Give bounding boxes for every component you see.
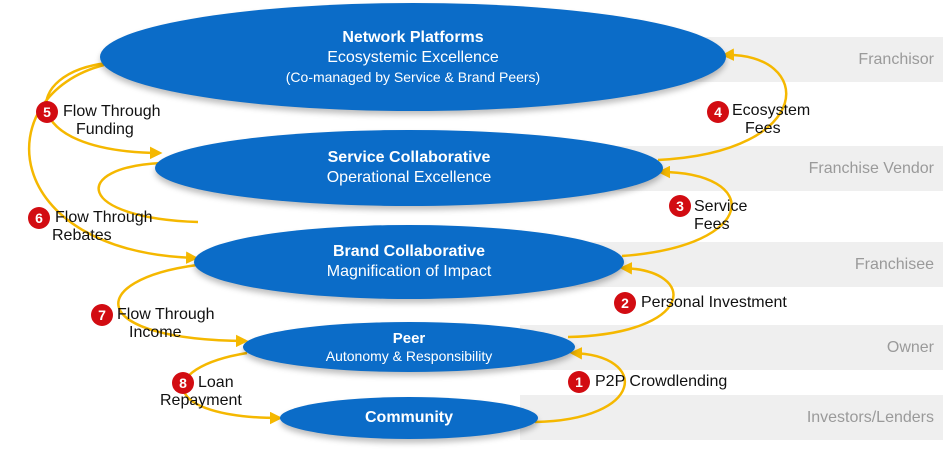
flow-number-badge: 6 <box>28 207 50 229</box>
role-label-franchisor: Franchisor <box>858 51 934 68</box>
flow-number-badge: 2 <box>614 292 636 314</box>
level-title: Service Collaborative <box>327 149 491 166</box>
level-brand-collaborative: Brand Collaborative Magnification of Imp… <box>194 225 624 299</box>
level-peer: Peer Autonomy & Responsibility <box>243 322 575 372</box>
flow-number-badge: 4 <box>707 101 729 123</box>
flow-text: Service <box>694 198 748 215</box>
level-title: Peer <box>392 330 426 347</box>
arrow-flow-through-rebates <box>27 63 199 264</box>
flow-text: Loan <box>198 374 234 391</box>
flow-text: Rebates <box>52 227 112 244</box>
flow-text: Income <box>129 324 182 341</box>
arrow-loop-service <box>97 161 199 224</box>
role-band-owner: Owner <box>520 325 943 370</box>
flow-text: Flow Through <box>63 103 161 120</box>
arrow-service-fees <box>621 165 733 258</box>
arrow-p2p-crowdlending <box>534 347 627 424</box>
level-subtitle: Autonomy & Responsibility <box>325 348 493 364</box>
flow-text: Fees <box>694 216 730 233</box>
flow-number-badge: 7 <box>91 304 113 326</box>
flow-text: Funding <box>76 121 134 138</box>
level-subtitle: (Co-managed by Service & Brand Peers) <box>285 69 541 85</box>
level-title: Community <box>365 409 453 426</box>
flow-text: Personal Investment <box>641 294 787 311</box>
role-band-investors-lenders: Investors/Lenders <box>520 395 943 440</box>
role-label-franchise-vendor: Franchise Vendor <box>808 160 934 177</box>
role-label-owner: Owner <box>886 339 934 356</box>
flow-text: Fees <box>745 120 781 137</box>
level-subtitle: Ecosystemic Excellence <box>327 49 499 66</box>
flow-number-badge: 8 <box>172 372 194 394</box>
flow-text: Ecosystem <box>732 102 811 119</box>
level-community: Community <box>280 397 538 439</box>
level-title: Network Platforms <box>342 29 484 46</box>
flow-text: Repayment <box>160 392 242 409</box>
arrow-personal-investment <box>567 262 675 339</box>
flow-number-badge: 3 <box>669 195 691 217</box>
flow-number-badge: 5 <box>36 101 58 123</box>
role-label-investors-lenders: Investors/Lenders <box>806 409 934 426</box>
level-subtitle: Magnification of Impact <box>326 263 492 280</box>
level-title: Brand Collaborative <box>332 243 486 260</box>
flow-text: P2P Crowdlending <box>595 373 728 390</box>
flow-text: Flow Through <box>55 209 153 226</box>
level-subtitle: Operational Excellence <box>326 169 492 186</box>
level-service-collaborative: Service Collaborative Operational Excell… <box>155 130 663 206</box>
flow-text: Flow Through <box>117 306 215 323</box>
role-label-franchisee: Franchisee <box>854 256 934 273</box>
level-network-platforms: Network Platforms Ecosystemic Excellence… <box>100 3 726 111</box>
flow-number-badge: 1 <box>568 371 590 393</box>
arrow-flow-through-income <box>117 263 249 348</box>
arrow-ecosystem-fees <box>657 48 788 162</box>
